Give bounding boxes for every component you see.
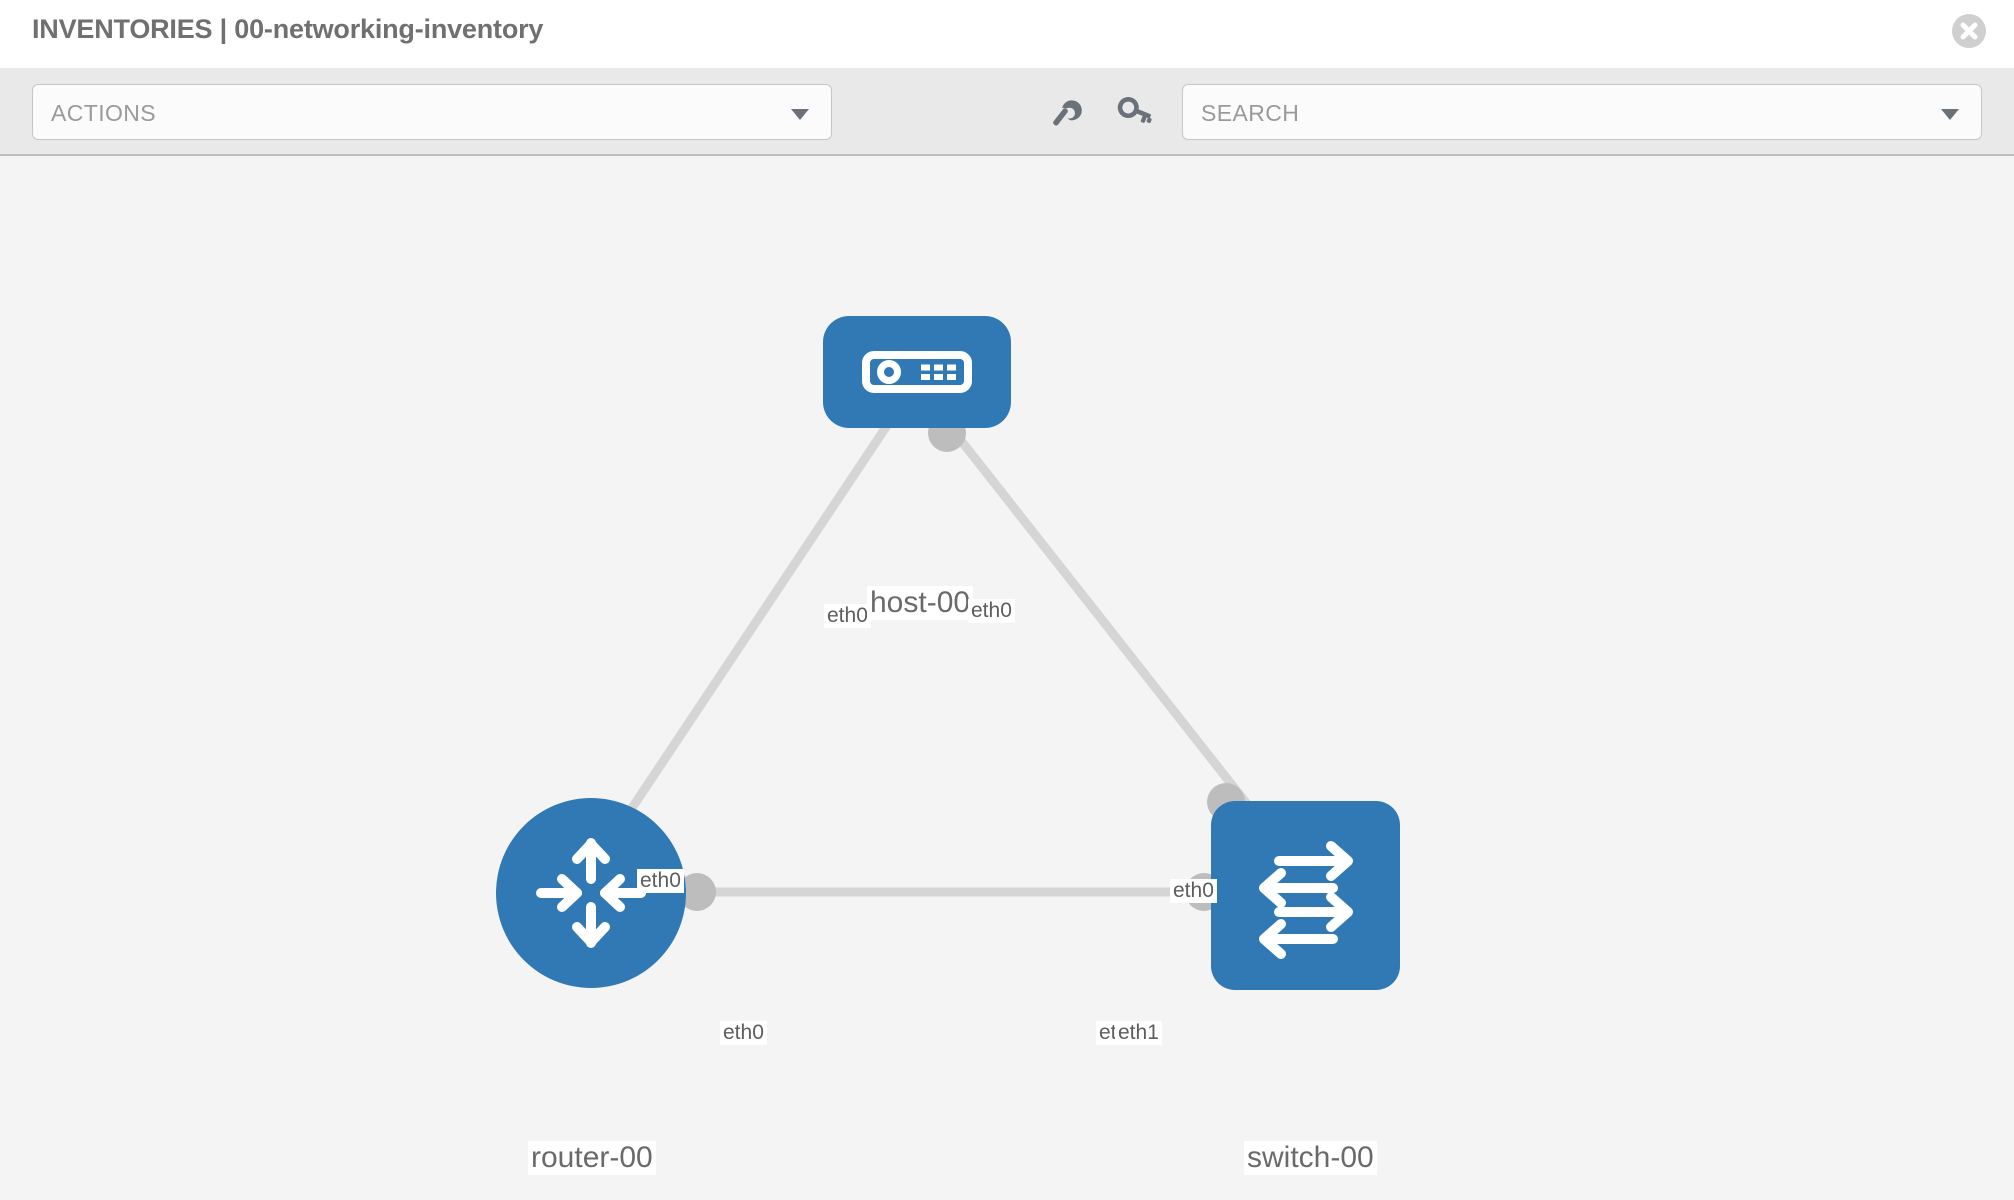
wrench-icon[interactable] xyxy=(1042,90,1086,134)
link-host-router xyxy=(596,421,892,859)
title-bar: INVENTORIES | 00-networking-inventory xyxy=(0,0,2014,68)
port-label-switch-up: eth0 xyxy=(1170,879,1217,904)
port-label-host-left: eth0 xyxy=(824,604,871,629)
port-label-router-right: eth0 xyxy=(720,1021,767,1046)
page-title: INVENTORIES | 00-networking-inventory xyxy=(32,14,544,44)
port-label-router-up: eth0 xyxy=(637,869,684,894)
topology-links xyxy=(596,421,1284,897)
toolbar: ACTIONS SEARCH xyxy=(0,68,2014,156)
node-host-00[interactable] xyxy=(823,316,1011,428)
topology-canvas[interactable]: eth0 host-00 eth0 eth0 eth0 router-00 xyxy=(0,156,2014,1200)
node-label-host-00: host-00 xyxy=(867,586,974,620)
actions-dropdown[interactable]: ACTIONS xyxy=(32,84,832,140)
close-icon[interactable] xyxy=(1952,14,1986,48)
port-label-switch-left: eth1 xyxy=(1115,1021,1162,1046)
node-label-switch-00: switch-00 xyxy=(1244,1141,1377,1175)
server-icon xyxy=(862,351,972,393)
link-host-switch xyxy=(944,421,1284,849)
port-label-host-right: eth0 xyxy=(968,599,1015,624)
actions-dropdown-label: ACTIONS xyxy=(51,100,157,126)
chevron-down-icon xyxy=(791,109,809,120)
node-switch-00[interactable] xyxy=(1211,801,1400,990)
search-input[interactable]: SEARCH xyxy=(1182,84,1982,140)
node-label-router-00: router-00 xyxy=(528,1141,656,1175)
switch-arrows-icon xyxy=(1258,840,1353,959)
key-icon[interactable] xyxy=(1112,90,1156,134)
chevron-down-icon[interactable] xyxy=(1941,109,1959,120)
router-arrows-icon xyxy=(536,838,646,948)
search-placeholder: SEARCH xyxy=(1201,100,1300,126)
